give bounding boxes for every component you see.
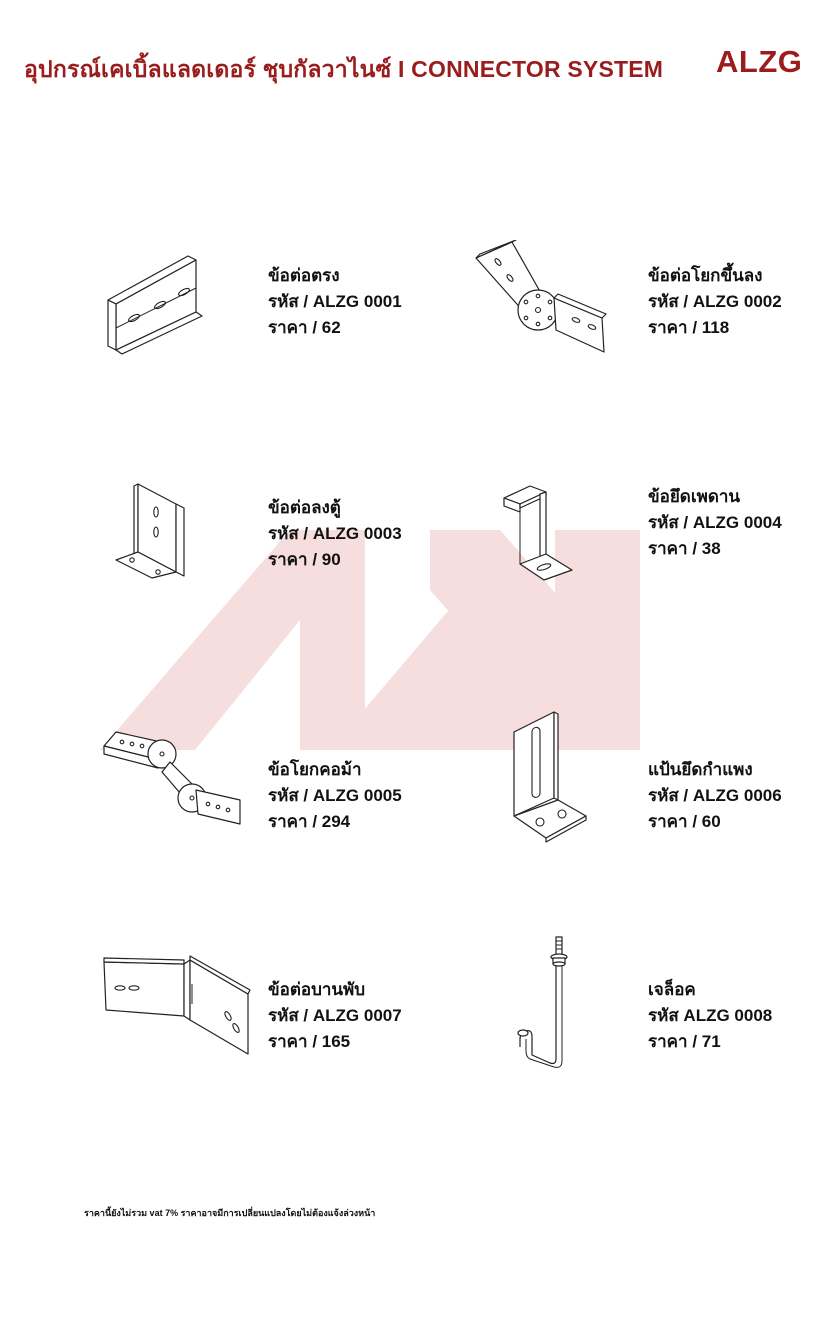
- product-price: ราคา / 165: [268, 1032, 351, 1051]
- product-name: ข้อต่อโยกขึ้นลง: [648, 266, 763, 285]
- product-name: ข้อต่อตรง: [268, 266, 340, 285]
- hinge-connector-icon: [103, 955, 251, 1055]
- product-code: รหัส / ALZG 0001: [268, 292, 402, 311]
- price-disclaimer: ราคานี้ยังไม่รวม vat 7% ราคาอาจมีการเปลี…: [84, 1208, 376, 1218]
- product-name: ข้อยึดเพดาน: [648, 487, 741, 506]
- page-title: อุปกรณ์เคเบิ้ลแลดเดอร์ ชุบกัลวาไนซ์ I CO…: [24, 56, 664, 82]
- product-item: ข้อต่อบานพับ รหัส / ALZG 0007 ราคา / 165: [268, 977, 402, 1055]
- product-item: ข้อต่อลงตู้ รหัส / ALZG 0003 ราคา / 90: [268, 495, 402, 573]
- watermark-logo-icon: [100, 530, 640, 750]
- brand-logo-text: ALZG: [716, 44, 803, 79]
- product-price: ราคา / 294: [268, 812, 351, 831]
- product-item: ข้อโยกคอม้า รหัส / ALZG 0005 ราคา / 294: [268, 757, 402, 835]
- product-price: ราคา / 118: [648, 318, 730, 337]
- product-name: เจล็อค: [648, 980, 696, 999]
- panel-drop-connector-icon: [115, 483, 185, 579]
- horse-neck-connector-icon: [103, 731, 241, 825]
- vertical-adjustable-connector-icon: [475, 240, 607, 353]
- product-price: ราคา / 90: [268, 550, 341, 569]
- product-code: รหัส / ALZG 0007: [268, 1006, 402, 1025]
- product-price: ราคา / 71: [648, 1032, 721, 1051]
- ceiling-bracket-icon: [503, 485, 573, 581]
- product-code: รหัส / ALZG 0006: [648, 786, 782, 805]
- product-code: รหัส / ALZG 0004: [648, 513, 782, 532]
- product-item: ข้อต่อโยกขึ้นลง รหัส / ALZG 0002 ราคา / …: [648, 263, 782, 341]
- product-item: เจล็อค รหัส ALZG 0008 ราคา / 71: [648, 977, 772, 1055]
- product-name: แป้นยึดกำแพง: [648, 760, 753, 779]
- product-code: รหัส ALZG 0008: [648, 1006, 773, 1025]
- wall-bracket-icon: [513, 711, 587, 843]
- product-item: แป้นยึดกำแพง รหัส / ALZG 0006 ราคา / 60: [648, 757, 782, 835]
- product-item: ข้อต่อตรง รหัส / ALZG 0001 ราคา / 62: [268, 263, 402, 341]
- product-item: ข้อยึดเพดาน รหัส / ALZG 0004 ราคา / 38: [648, 484, 782, 562]
- product-code: รหัส / ALZG 0003: [268, 524, 402, 543]
- product-name: ข้อต่อลงตู้: [268, 498, 341, 517]
- product-code: รหัส / ALZG 0005: [268, 786, 402, 805]
- product-price: ราคา / 62: [268, 318, 341, 337]
- product-name: ข้อโยกคอม้า: [268, 760, 362, 779]
- product-price: ราคา / 60: [648, 812, 721, 831]
- product-code: รหัส / ALZG 0002: [648, 292, 782, 311]
- product-price: ราคา / 38: [648, 539, 721, 558]
- product-name: ข้อต่อบานพับ: [268, 980, 366, 999]
- j-hook-bolt-icon: [517, 936, 568, 1068]
- straight-connector-icon: [107, 255, 203, 355]
